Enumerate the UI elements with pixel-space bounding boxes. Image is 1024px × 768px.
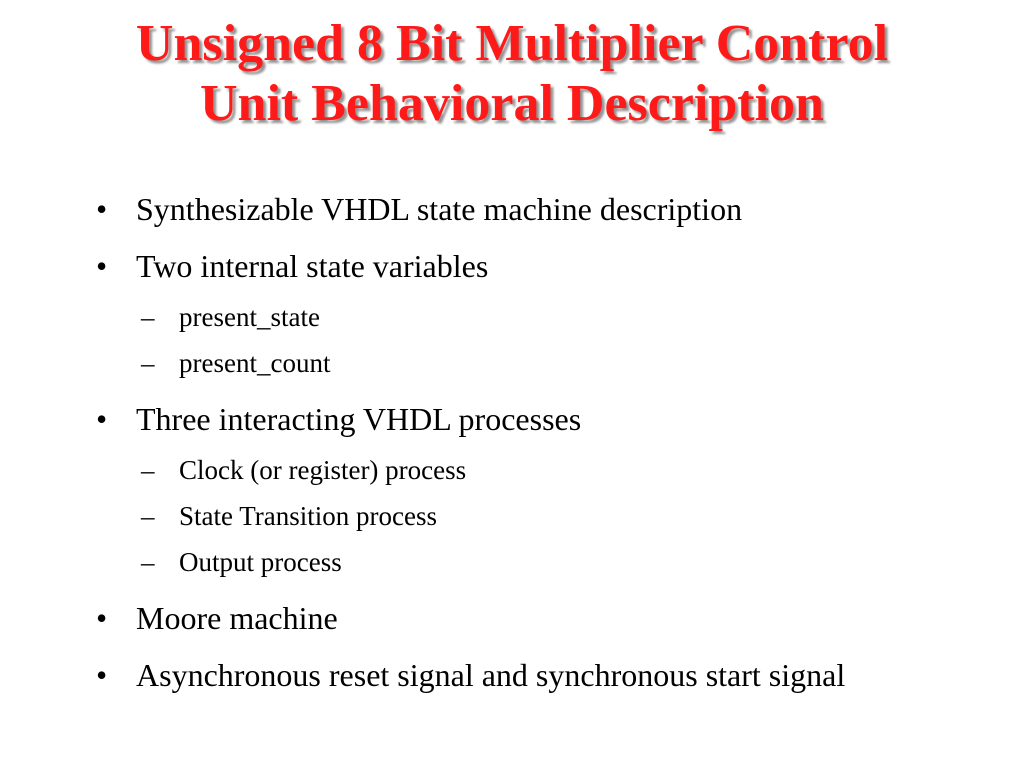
bullet-icon: • [96,657,108,693]
dash-icon: – [141,348,155,378]
sub-bullet-item: – present_state [96,301,956,333]
sub-bullet-item: – Clock (or register) process [96,454,956,486]
bullet-text: Three interacting VHDL processes [136,401,582,437]
sub-bullet-item: – Output process [96,546,956,578]
bullet-icon: • [96,401,108,437]
sub-bullet-text: Output process [179,547,342,577]
bullet-icon: • [96,191,108,227]
bullet-item: • Two internal state variables [96,247,956,285]
sub-bullet-text: Clock (or register) process [179,455,467,485]
bullet-icon: • [96,600,108,636]
bullet-text: Synthesizable VHDL state machine descrip… [136,191,743,227]
bullet-text: Two internal state variables [136,248,489,284]
sub-bullet-text: State Transition process [179,501,438,531]
dash-icon: – [141,501,155,531]
dash-icon: – [141,547,155,577]
dash-icon: – [141,455,155,485]
bullet-item: • Moore machine [96,599,956,637]
title-line-2: Unit Behavioral Description [200,75,824,132]
slide-title: Unsigned 8 Bit Multiplier Control Unit B… [0,14,1024,134]
bullet-text: Moore machine [136,600,338,636]
bullet-icon: • [96,248,108,284]
dash-icon: – [141,302,155,332]
title-line-1: Unsigned 8 Bit Multiplier Control [135,15,889,72]
sub-bullet-item: – present_count [96,347,956,379]
bullet-item: • Synthesizable VHDL state machine descr… [96,190,956,228]
bullet-text: Asynchronous reset signal and synchronou… [136,657,846,693]
bullet-item: • Three interacting VHDL processes [96,400,956,438]
sub-bullet-text: present_state [179,302,320,332]
sub-bullet-text: present_count [179,348,331,378]
sub-bullet-item: – State Transition process [96,500,956,532]
bullet-list: • Synthesizable VHDL state machine descr… [96,190,956,713]
bullet-item: • Asynchronous reset signal and synchron… [96,656,956,694]
